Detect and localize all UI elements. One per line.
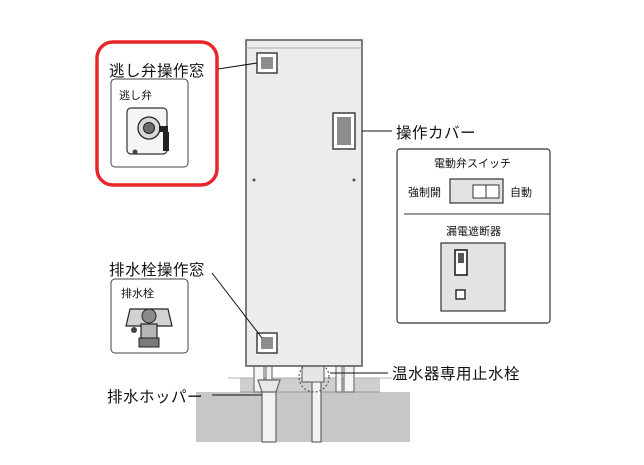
relief-valve-window-label: 逃し弁操作窓 xyxy=(109,62,206,80)
control-panel xyxy=(396,148,551,324)
breaker-title: 漏電遮断器 xyxy=(446,225,501,238)
water-heater-body xyxy=(245,39,363,367)
drain-plug-window-label: 排水栓操作窓 xyxy=(109,261,206,279)
leader-lines xyxy=(211,62,392,396)
valve-switch[interactable] xyxy=(449,178,504,204)
ground xyxy=(196,377,410,442)
operation-cover[interactable] xyxy=(332,112,356,150)
relief-valve-label: 逃し弁 xyxy=(119,89,152,102)
stop-valve-label: 温水器専用止水栓 xyxy=(392,365,521,383)
relief-valve-window[interactable] xyxy=(256,52,278,74)
forced-open-label: 強制開 xyxy=(408,186,441,199)
screw-right xyxy=(352,178,356,182)
drain-hopper xyxy=(257,379,281,443)
valve-switch-title: 電動弁スイッチ xyxy=(434,157,511,170)
drain-plug-icon xyxy=(125,308,173,348)
relief-valve-icon xyxy=(126,107,169,155)
stop-valve-highlight-circle xyxy=(298,361,330,393)
relief-valve-highlight xyxy=(95,40,219,187)
drain-hopper-label: 排水ホッパー xyxy=(107,388,204,406)
auto-label: 自動 xyxy=(510,186,532,199)
screw-left xyxy=(252,178,256,182)
operation-cover-label: 操作カバー xyxy=(396,124,477,142)
drain-plug-label: 排水栓 xyxy=(121,287,154,300)
earth-leakage-breaker[interactable] xyxy=(440,242,506,312)
